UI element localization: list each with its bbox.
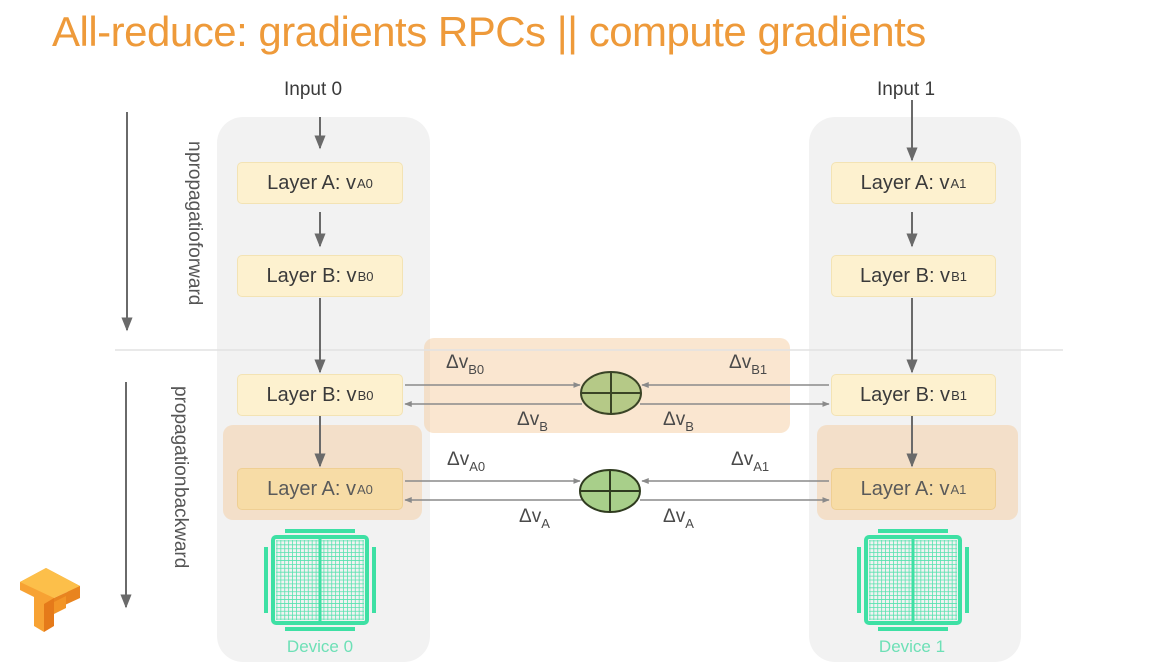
layer-label: Layer B: v — [266, 383, 357, 406]
forward-propagation-label: forward propagatio n — [110, 135, 210, 305]
layer-label: Layer A: v — [860, 477, 950, 500]
layer-label: Layer B: v — [860, 264, 951, 287]
delta-v: Δv — [663, 409, 686, 430]
backward-label-line-1: backward — [170, 486, 191, 568]
device-0-label: Device 0 — [286, 637, 354, 656]
grad-subscript: B1 — [751, 362, 768, 377]
layer-subscript: B1 — [951, 387, 967, 403]
grad-a0-label: ΔvA0 — [447, 449, 485, 474]
backward-propagation-label: backward propagation — [126, 386, 196, 568]
device-1-chip-icon — [857, 529, 969, 631]
chip-pin-bottom — [878, 627, 948, 631]
grad-subscript: B — [685, 419, 694, 434]
grad-subscript: B0 — [468, 362, 485, 377]
layer-subscript: A1 — [950, 175, 967, 191]
layer-subscript: A1 — [950, 481, 967, 497]
grad-subscript: A0 — [469, 459, 486, 474]
tensorflow-logo-icon — [20, 568, 80, 632]
grad-b0-label: ΔvB0 — [446, 352, 484, 377]
chip-pin-right — [372, 547, 376, 613]
layer-label: Layer A: v — [860, 171, 950, 194]
chip-grid — [869, 540, 957, 620]
device-1-label: Device 1 — [878, 637, 946, 656]
grad-b-out-left-label: ΔvB — [517, 409, 548, 434]
layer-label: Layer B: v — [266, 264, 357, 287]
grad-a-out-left-label: ΔvA — [519, 506, 550, 531]
chip-pin-left — [857, 547, 861, 613]
delta-v: Δv — [517, 409, 540, 430]
grad-a1-label: ΔvA1 — [731, 449, 769, 474]
reducer-a-sum-icon — [579, 469, 641, 513]
layer-label: Layer B: v — [860, 383, 951, 406]
grad-subscript: B — [539, 419, 548, 434]
forward-label-line-2: propagatio — [184, 151, 205, 242]
backward-label-line-2: propagation — [170, 386, 191, 487]
layer-subscript: B0 — [357, 268, 374, 284]
grad-subscript: A — [541, 516, 550, 531]
grad-a-out-right-label: ΔvA — [663, 506, 694, 531]
chip-grid — [276, 540, 364, 620]
delta-v: Δv — [663, 506, 686, 527]
forward-label-line-3: n — [184, 141, 205, 152]
chip-pin-top — [878, 529, 948, 533]
delta-v: Δv — [446, 352, 469, 373]
grad-b-out-right-label: ΔvB — [663, 409, 694, 434]
layer-subscript: B0 — [357, 387, 374, 403]
chip-pin-right — [965, 547, 969, 613]
grad-subscript: A — [685, 516, 694, 531]
delta-v: Δv — [729, 352, 752, 373]
input-1-label: Input 1 — [877, 79, 936, 100]
grad-subscript: A1 — [753, 459, 770, 474]
delta-v: Δv — [731, 449, 754, 470]
slide-title: All-reduce: gradients RPCs || compute gr… — [52, 8, 926, 55]
delta-v: Δv — [519, 506, 542, 527]
chip-pin-top — [285, 529, 355, 533]
input-0-label: Input 0 — [284, 79, 343, 100]
layer-label: Layer A: v — [267, 477, 357, 500]
layer-label: Layer A: v — [267, 171, 357, 194]
device-0-chip-icon — [264, 529, 376, 631]
layer-subscript: B1 — [951, 268, 967, 284]
layer-subscript: A0 — [357, 175, 373, 191]
reducer-b-sum-icon — [580, 371, 642, 415]
delta-v: Δv — [447, 449, 470, 470]
chip-pin-left — [264, 547, 268, 613]
layer-subscript: A0 — [357, 481, 373, 497]
grad-b1-label: ΔvB1 — [729, 352, 767, 377]
chip-pin-bottom — [285, 627, 355, 631]
forward-label-line-1: forward — [184, 241, 205, 305]
